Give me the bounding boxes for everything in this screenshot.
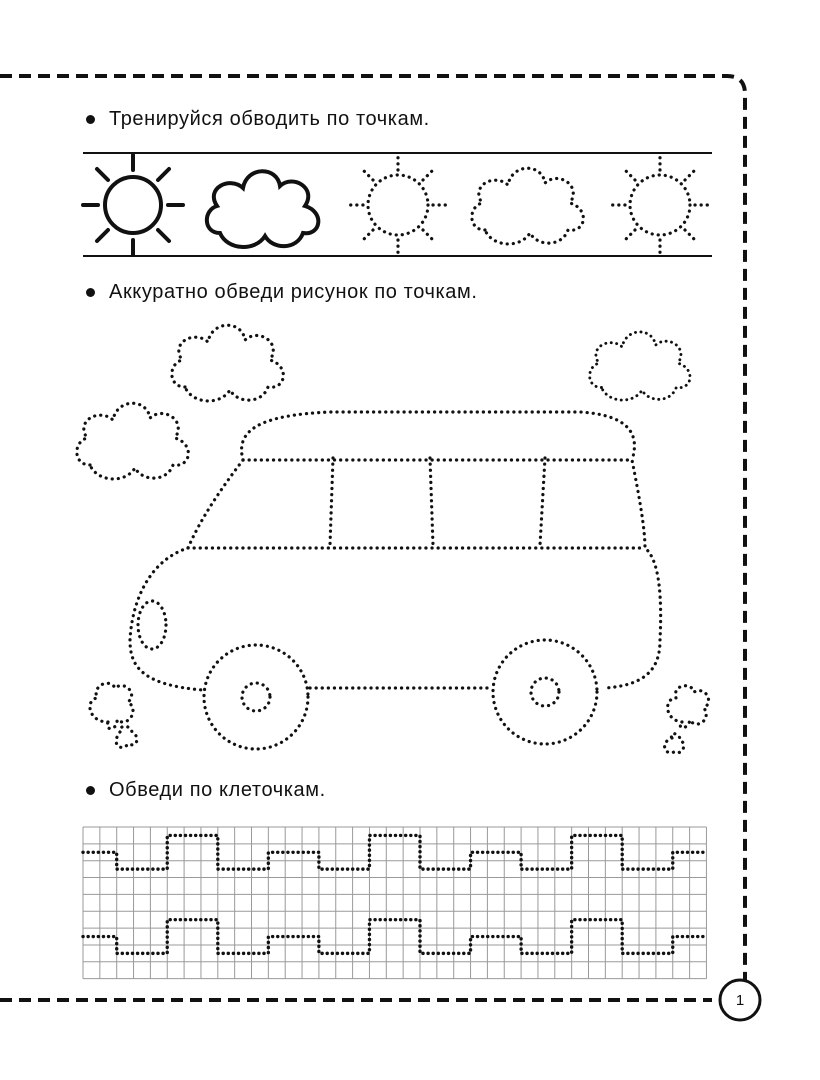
- instruction-trace-dots: Тренируйся обводить по точкам.: [86, 108, 430, 131]
- page-number-circle: [718, 978, 762, 1022]
- grid-trace-line: [81, 833, 709, 871]
- page-frame: [0, 74, 747, 992]
- dotted-cloud-icon: [588, 330, 692, 402]
- dotted-cloud-icon: [75, 401, 190, 481]
- van-icon: [240, 410, 637, 462]
- dotted-sun-icon: [607, 153, 713, 257]
- page-number: 1: [735, 991, 745, 1009]
- cloud-icon: [204, 169, 321, 249]
- bullet-icon: [86, 288, 95, 297]
- grid-trace-line: [81, 917, 709, 956]
- sun-icon: [81, 153, 185, 257]
- instruction-text: Аккуратно обведи рисунок по точкам.: [109, 281, 478, 303]
- dotted-sun-icon: [345, 153, 451, 257]
- bullet-icon: [86, 786, 95, 795]
- flower-icon: [666, 684, 710, 730]
- dotted-cloud-icon: [170, 323, 285, 403]
- van-picture: [75, 323, 710, 755]
- dotted-cloud-icon: [470, 166, 585, 246]
- instruction-text: Тренируйся обводить по точкам.: [109, 108, 430, 130]
- instruction-trace-cells: Обведи по клеточкам.: [86, 779, 326, 802]
- instruction-trace-picture: Аккуратно обведи рисунок по точкам.: [86, 281, 478, 304]
- tracing-grid: [82, 826, 707, 980]
- flower-icon: [88, 681, 135, 731]
- instruction-text: Обведи по клеточкам.: [109, 779, 326, 801]
- grid-trace-path: [81, 833, 709, 956]
- bullet-icon: [86, 115, 95, 124]
